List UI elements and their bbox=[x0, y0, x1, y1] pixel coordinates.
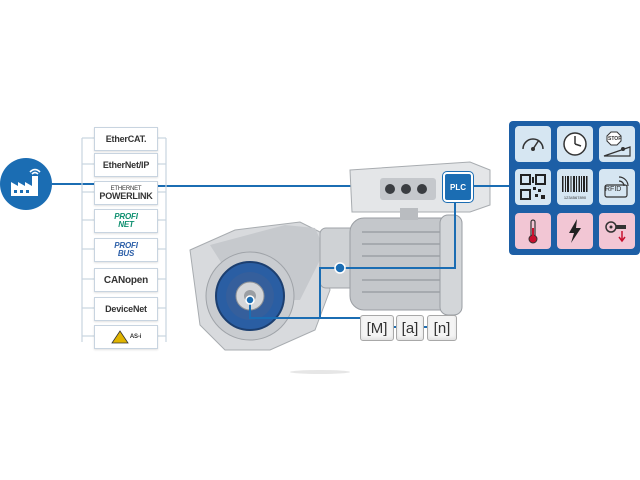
factory-wireless-icon bbox=[0, 158, 52, 210]
protocol-asi: AS-i bbox=[94, 325, 158, 349]
asi-logo-icon bbox=[111, 330, 129, 344]
protocol-ethernet-ip: EtherNet/IP bbox=[94, 153, 158, 177]
protocol-profibus: PROFI BUS bbox=[94, 238, 158, 262]
sensor-panel: STOP bbox=[509, 121, 640, 255]
qr-code-icon bbox=[515, 169, 551, 205]
label-n: [n] bbox=[427, 315, 457, 341]
protocol-canopen: CANopen bbox=[94, 268, 158, 292]
protocol-profinet: PROFI NET bbox=[94, 209, 158, 233]
protocol-powerlink: ETHERNET POWERLINK bbox=[94, 181, 158, 205]
stop-ramp-icon: STOP bbox=[599, 126, 635, 162]
barcode-icon: 1234567890 bbox=[557, 169, 593, 205]
valve-icon bbox=[599, 213, 635, 249]
clock-icon bbox=[557, 126, 593, 162]
plc-chip: PLC bbox=[443, 172, 473, 202]
rfid-icon: RFID bbox=[599, 169, 635, 205]
label-a: [a] bbox=[396, 315, 424, 341]
lightning-icon bbox=[557, 213, 593, 249]
protocol-devicenet: DeviceNet bbox=[94, 297, 158, 321]
protocol-ethercat: EtherCAT. bbox=[94, 127, 158, 151]
thermometer-icon bbox=[515, 213, 551, 249]
gauge-icon bbox=[515, 126, 551, 162]
label-m: [M] bbox=[360, 315, 394, 341]
